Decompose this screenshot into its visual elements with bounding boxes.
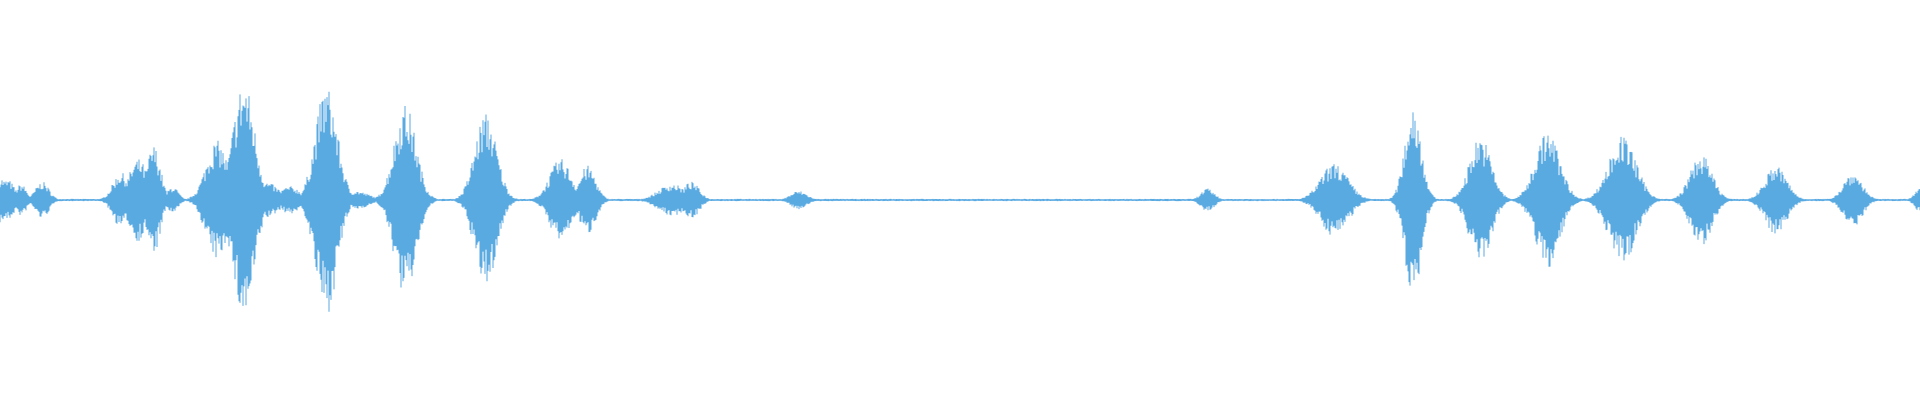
waveform-trace: [0, 91, 1920, 312]
